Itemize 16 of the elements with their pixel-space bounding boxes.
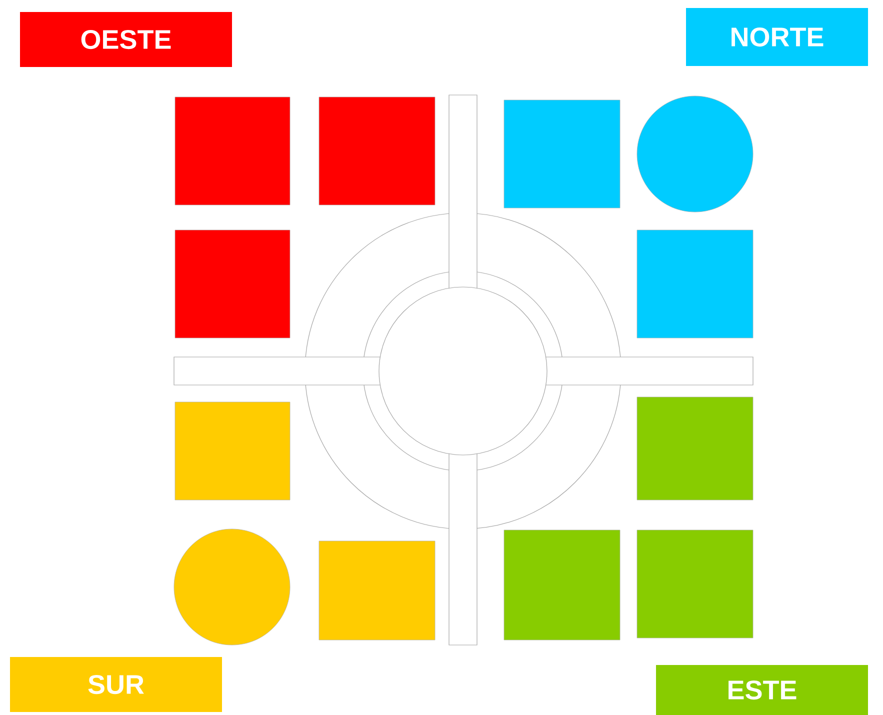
square [504, 530, 620, 640]
square [636, 230, 754, 338]
label-box: ESTE [656, 665, 868, 715]
label-box: OESTE [20, 12, 232, 67]
square [504, 100, 620, 208]
label-box: SUR [10, 657, 222, 712]
square [636, 530, 754, 638]
square [174, 402, 290, 500]
square [318, 540, 436, 640]
square [174, 96, 290, 206]
square [636, 396, 754, 500]
label-box: NORTE [686, 8, 868, 66]
square [318, 96, 436, 206]
circle [636, 96, 754, 212]
circle [174, 528, 290, 646]
square [174, 230, 290, 338]
